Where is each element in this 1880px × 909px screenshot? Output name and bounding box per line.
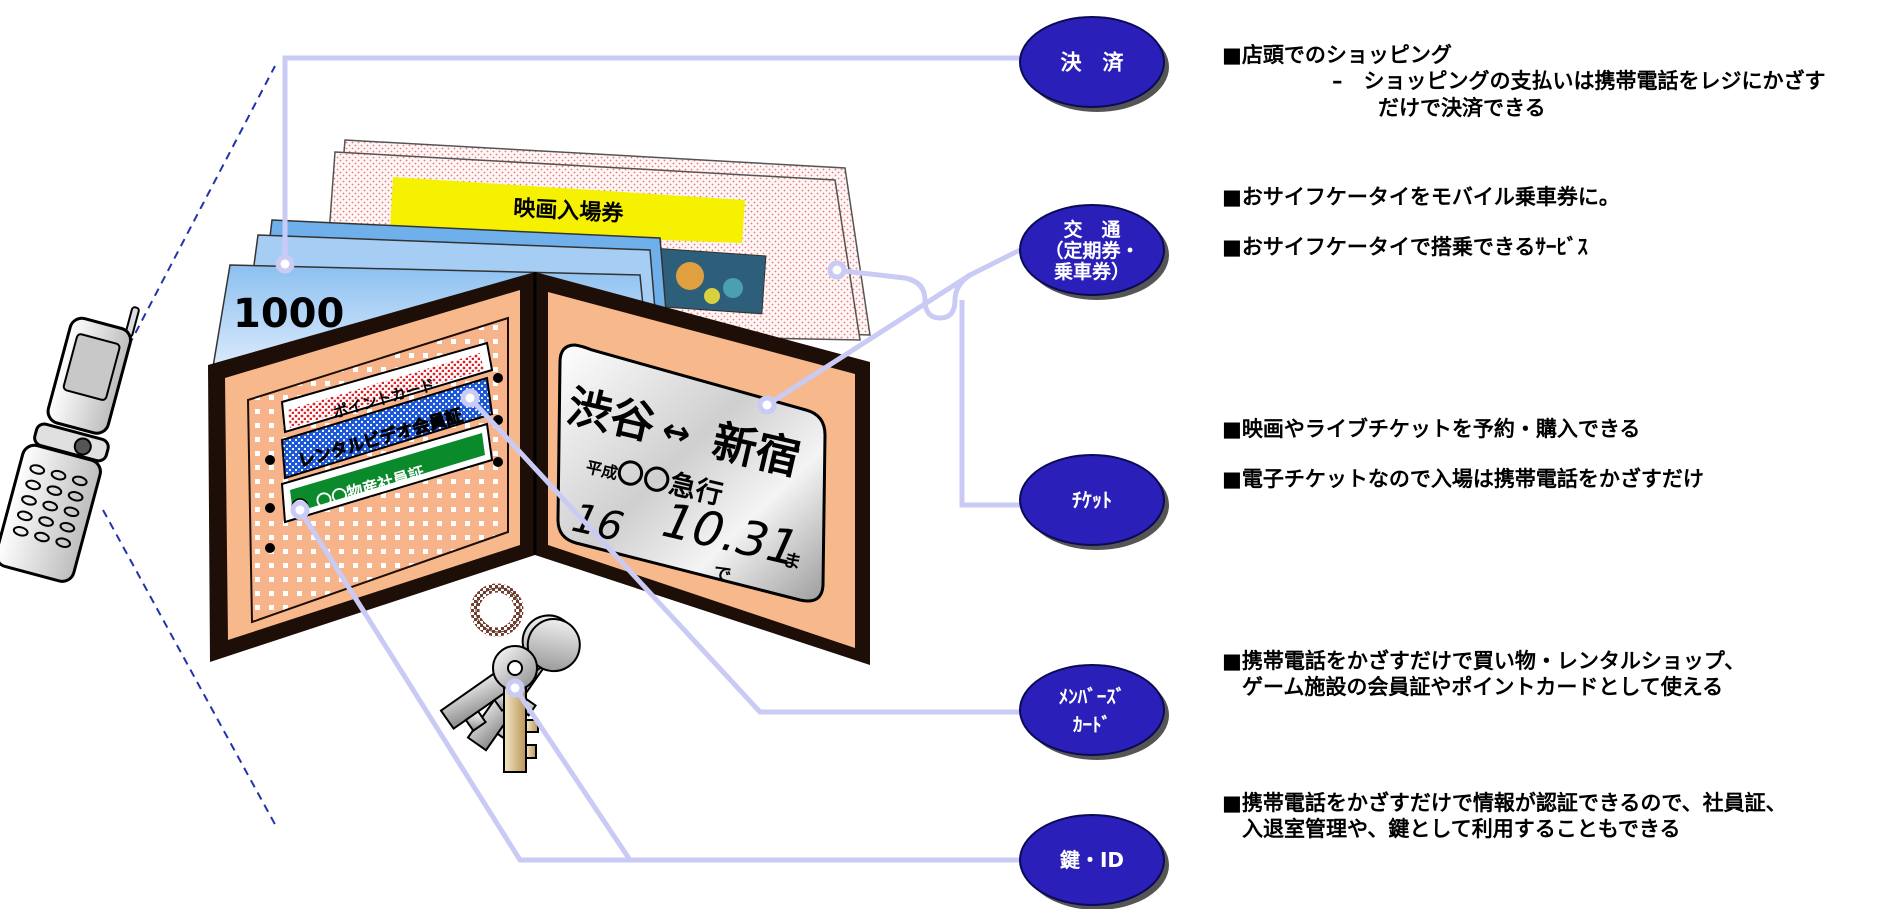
category-label-transport-1: （定期券・ — [1044, 239, 1139, 262]
desc-payment-line-2: – ショッピングの支払いは携帯電話をレジにかざす — [1332, 69, 1826, 94]
category-label-key-0: 鍵・ID — [1060, 848, 1124, 872]
desc-key: ■携帯電話をかざすだけで情報が認証できるので、社員証、 入退室管理や、鍵として利… — [1222, 790, 1787, 843]
pass-suffix-de: で — [711, 562, 733, 587]
mobile-phone-icon — [0, 306, 140, 583]
card-stack: ポイントカード レンタルビデオ会員証 〇〇物産社員証 — [280, 341, 494, 524]
keys-icon — [439, 583, 581, 773]
category-label-transport-0: 交 通 — [1063, 218, 1121, 241]
category-ellipse-payment — [1019, 16, 1165, 108]
commuter-pass: 渋谷 ↔ 新宿 平成 〇〇急行 16 10.31 ま で — [556, 343, 827, 603]
desc-members: ■携帯電話をかざすだけで買い物・レンタルショップ、 ゲーム施設の会員証やポイント… — [1222, 648, 1745, 701]
wallet: 渋谷 ↔ 新宿 平成 〇〇急行 16 10.31 ま で ポイントカード レンタ… — [208, 272, 870, 665]
category-node-transport: 交 通（定期券・乗車券） — [1019, 204, 1169, 300]
category-label-transport-2: 乗車券） — [1054, 260, 1130, 283]
desc-ticket-line-1: ■映画やライブチケットを予約・購入できる — [1222, 417, 1641, 441]
connector-lines — [275, 55, 1022, 863]
category-node-members: ﾒﾝﾊﾞｰｽﾞ ｶｰﾄﾞ — [1019, 664, 1169, 760]
category-node-payment: 決 済 — [1019, 16, 1169, 112]
category-ellipse-members — [1019, 664, 1165, 756]
category-label-payment-0: 決 済 — [1061, 51, 1125, 75]
desc-payment-line-3: だけで決済できる — [1378, 95, 1546, 120]
desc-transport-line-1: ■おサイフケータイをモバイル乗車券に。 — [1222, 185, 1620, 209]
banknote-value: 1000 — [233, 291, 344, 337]
desc-transport-line-2: ■おサイフケータイで搭乗できるｻｰﾋﾞｽ — [1222, 235, 1588, 260]
pass-suffix-ma: ま — [781, 549, 803, 574]
desc-transport: ■おサイフケータイをモバイル乗車券に。 ■おサイフケータイで搭乗できるｻｰﾋﾞｽ — [1222, 184, 1620, 261]
category-label-members-1: ｶｰﾄﾞ — [1073, 713, 1111, 736]
category-ellipse-ticket — [1019, 454, 1165, 546]
category-label-members-0: ﾒﾝﾊﾞｰｽﾞ — [1059, 685, 1126, 708]
desc-ticket: ■映画やライブチケットを予約・購入できる ■電子チケットなので入場は携帯電話をか… — [1222, 416, 1704, 493]
desc-key-line-1: ■携帯電話をかざすだけで情報が認証できるので、社員証、 — [1222, 791, 1787, 815]
category-ellipse-key — [1019, 814, 1165, 906]
category-label-ticket-0: ﾁｹｯﾄ — [1072, 488, 1112, 512]
desc-payment-line-1: ■店頭でのショッピング — [1222, 43, 1452, 67]
desc-members-line-1: ■携帯電話をかざすだけで買い物・レンタルショップ、 — [1222, 649, 1746, 673]
desc-payment: ■店頭でのショッピング – ショッピングの支払いは携帯電話をレジにかざす だけで… — [1222, 42, 1826, 121]
movie-ticket-label: 映画入場券 — [513, 195, 625, 227]
desc-members-line-2: ゲーム施設の会員証やポイントカードとして使える — [1242, 675, 1724, 700]
desc-ticket-line-2: ■電子チケットなので入場は携帯電話をかざすだけ — [1222, 467, 1704, 492]
movie-ticket-photo — [649, 247, 767, 315]
pass-year: 16 — [568, 495, 628, 551]
category-node-key: 鍵・ID — [1019, 814, 1169, 909]
desc-key-line-2: 入退室管理や、鍵として利用することもできる — [1242, 817, 1681, 842]
category-node-ticket: ﾁｹｯﾄ — [1019, 454, 1169, 550]
category-ellipse-transport — [1019, 204, 1165, 296]
